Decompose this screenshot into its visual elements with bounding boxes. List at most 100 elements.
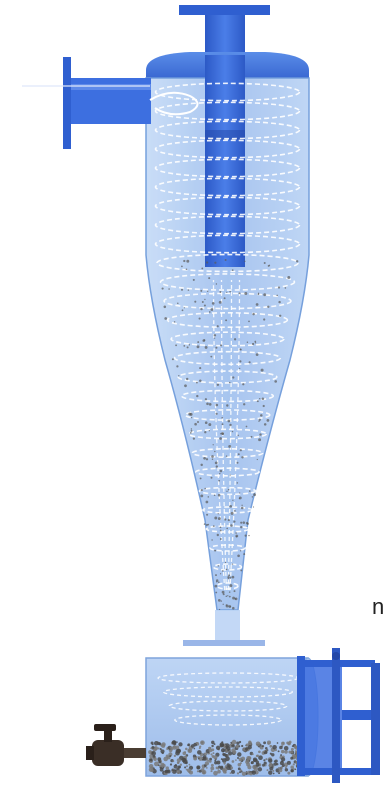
particle-dot <box>235 598 237 600</box>
sediment-grain <box>153 755 156 758</box>
particle-dot <box>220 538 222 540</box>
particle-dot <box>274 380 277 383</box>
particle-dot <box>217 384 219 386</box>
sediment-grain <box>182 758 186 762</box>
sediment-grain <box>269 745 272 748</box>
sediment-grain <box>232 740 237 745</box>
particle-dot <box>243 553 245 555</box>
particle-dot <box>237 435 238 436</box>
sediment-grain <box>211 741 214 744</box>
sediment-grain <box>258 750 261 753</box>
particle-dot <box>203 457 206 460</box>
particle-dot <box>214 550 216 552</box>
particle-dot <box>258 438 261 441</box>
particle-dot <box>197 421 199 423</box>
particle-dot <box>182 309 184 311</box>
particle-dot <box>212 302 215 305</box>
particle-dot <box>247 342 248 343</box>
particle-dot <box>200 464 202 466</box>
sediment-grain <box>203 755 207 759</box>
sediment-grain <box>276 763 278 765</box>
particle-dot <box>214 451 215 452</box>
sediment-grain <box>272 770 274 772</box>
door-handle-bar <box>342 710 375 720</box>
sediment-grain <box>149 767 154 772</box>
particle-dot <box>264 262 266 264</box>
sediment-grain <box>210 766 214 770</box>
particle-dot <box>237 462 239 464</box>
sediment-grain <box>202 759 204 761</box>
sediment-grain <box>193 748 195 750</box>
sediment-grain <box>279 746 283 750</box>
particle-dot <box>210 356 212 358</box>
particle-dot <box>252 496 254 498</box>
particle-dot <box>206 261 208 263</box>
particle-dot <box>200 477 202 479</box>
particle-dot <box>190 432 192 434</box>
door-frame-left <box>297 656 305 776</box>
sediment-grain <box>268 771 272 775</box>
sediment-grain <box>251 762 253 764</box>
sediment-grain <box>199 770 202 773</box>
sediment-grain <box>216 746 220 750</box>
particle-dot <box>242 383 244 385</box>
sediment-grain <box>174 755 176 757</box>
sediment-grain <box>160 749 164 753</box>
side-inlet-flange <box>63 57 71 149</box>
particle-dot <box>181 289 183 291</box>
particle-dot <box>239 492 240 493</box>
particle-dot <box>231 512 234 515</box>
particle-dot <box>232 607 235 610</box>
sediment-grain <box>267 742 270 745</box>
sediment-grain <box>224 761 226 763</box>
sediment-grain <box>291 748 294 751</box>
sediment-grain <box>151 751 156 756</box>
particle-dot <box>228 578 230 580</box>
particle-dot <box>223 604 224 605</box>
particle-dot <box>214 262 216 264</box>
sediment-grain <box>182 751 186 755</box>
particle-dot <box>220 470 223 473</box>
particle-dot <box>229 584 232 587</box>
particle-dot <box>219 473 220 474</box>
particle-dot <box>199 367 201 369</box>
particle-dot <box>252 313 254 315</box>
sediment-grain <box>152 743 154 745</box>
sediment-grain <box>285 768 288 771</box>
sediment-grain <box>288 751 291 754</box>
particle-dot <box>258 421 259 422</box>
particle-dot <box>240 522 242 524</box>
particle-dot <box>175 344 177 346</box>
particle-dot <box>201 267 203 269</box>
sediment-grain <box>256 741 261 746</box>
particle-dot <box>213 525 215 527</box>
particle-dot <box>257 459 258 460</box>
door-hinge-icon <box>332 652 340 660</box>
particle-dot <box>211 539 212 540</box>
sediment-grain <box>236 745 239 748</box>
sediment-grain <box>153 757 157 761</box>
particle-dot <box>254 341 256 343</box>
particle-dot <box>203 339 205 341</box>
particle-dot <box>244 261 245 262</box>
sediment-grain <box>284 746 289 751</box>
particle-dot <box>222 591 225 594</box>
sediment-grain <box>211 745 213 747</box>
particle-dot <box>232 431 233 432</box>
sediment-grain <box>263 759 265 761</box>
sediment-grain <box>214 761 217 764</box>
sediment-grain <box>160 763 164 767</box>
sediment-grain <box>284 750 288 754</box>
particle-dot <box>226 292 227 293</box>
particle-dot <box>210 308 213 311</box>
particle-dot <box>237 482 239 484</box>
top-outlet <box>179 5 270 55</box>
sediment-grain <box>180 764 182 766</box>
particle-dot <box>234 338 236 340</box>
particle-dot <box>287 276 290 279</box>
particle-dot <box>226 569 228 571</box>
particle-dot <box>226 605 229 608</box>
sediment-grain <box>242 772 246 776</box>
sediment-grain <box>245 747 248 750</box>
particle-dot <box>240 349 241 350</box>
